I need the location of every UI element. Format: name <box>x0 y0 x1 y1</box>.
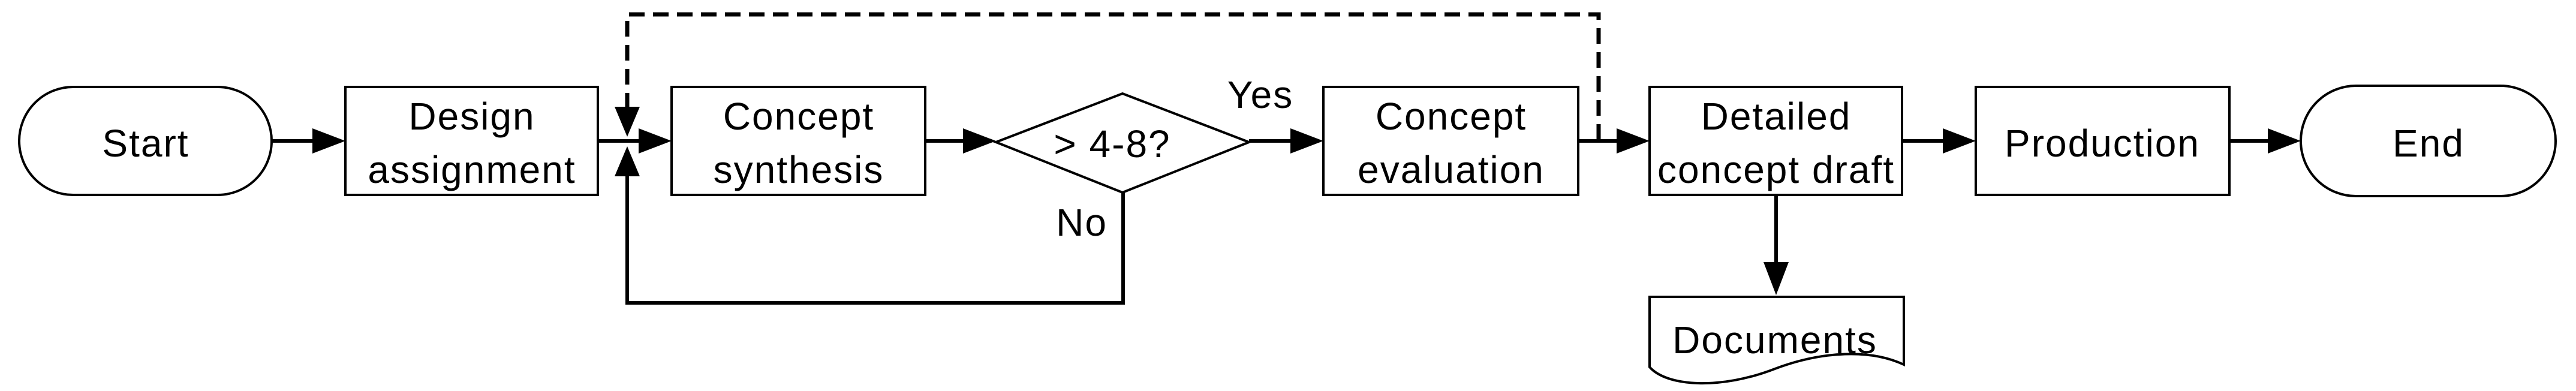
edge-label-yes: Yes <box>1227 73 1293 116</box>
arrowhead-draft-production-icon <box>1943 128 1976 154</box>
dashed-feedback-line <box>625 12 1601 140</box>
detailed-concept-draft-label-line2: concept draft <box>1657 148 1895 191</box>
arrowhead-synthesis-decision-icon <box>963 128 996 154</box>
arrowhead-decision-evaluation-icon <box>1290 128 1323 154</box>
node-detailed-concept-draft <box>1648 86 1903 196</box>
concept-evaluation-label-line1: Concept <box>1376 95 1527 138</box>
design-assignment-label-line2: assignment <box>368 148 576 191</box>
no-loop-line <box>625 175 1125 305</box>
node-concept-evaluation <box>1322 86 1579 196</box>
arrowhead-start-design-icon <box>312 128 345 154</box>
design-assignment-label-line1: Design <box>408 95 535 138</box>
production-label: Production <box>2005 122 2200 165</box>
end-label: End <box>2393 122 2464 165</box>
edge-label-no: No <box>1056 201 1108 244</box>
node-production <box>1975 86 2231 196</box>
concept-synthesis-label-line1: Concept <box>723 95 874 138</box>
decision-label: > 4-8? <box>1054 122 1170 166</box>
dashed-feedback-arrowhead-down-icon <box>615 107 640 137</box>
node-decision-diamond <box>992 92 1253 194</box>
concept-synthesis-label-line2: synthesis <box>714 148 884 191</box>
arrowhead-draft-documents-icon <box>1764 262 1789 295</box>
node-start-terminator <box>18 86 273 196</box>
node-end-terminator <box>2300 85 2557 197</box>
documents-label: Documents <box>1672 318 1877 362</box>
node-concept-synthesis <box>670 86 926 196</box>
concept-evaluation-label-line2: evaluation <box>1358 148 1545 191</box>
detailed-concept-draft-label-line1: Detailed <box>1701 95 1852 138</box>
node-design-assignment <box>344 86 599 196</box>
no-loop-arrowhead-up-icon <box>615 146 640 176</box>
arrowhead-production-end-icon <box>2268 128 2301 154</box>
node-documents <box>1648 296 1905 384</box>
start-label: Start <box>102 122 189 165</box>
arrowhead-design-synthesis-icon <box>639 128 672 154</box>
arrowhead-evaluation-draft-icon <box>1617 128 1650 154</box>
